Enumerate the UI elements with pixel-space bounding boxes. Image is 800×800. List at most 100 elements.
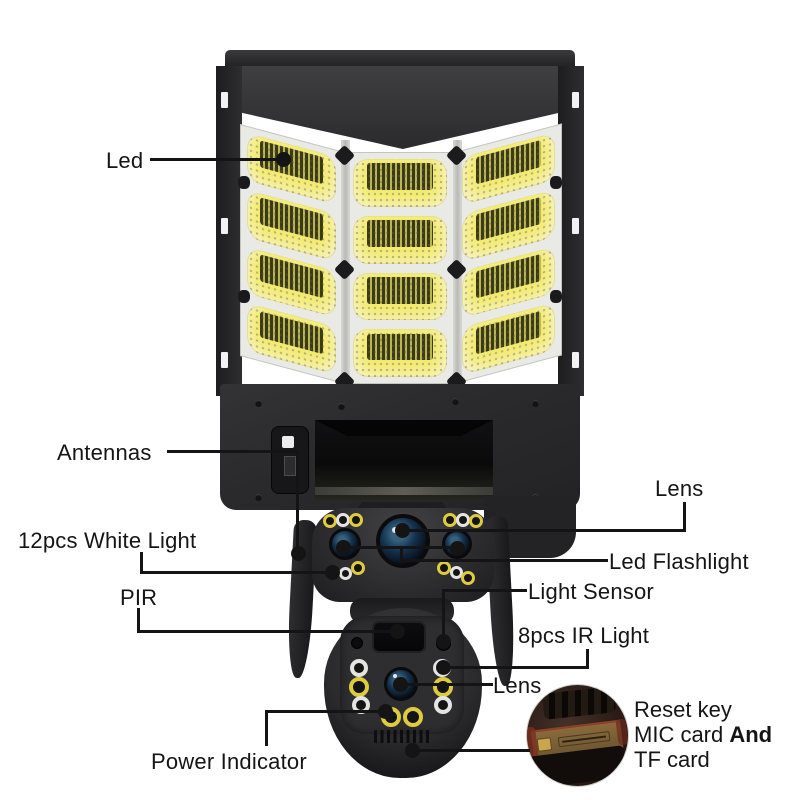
label-mic-card: MIC card xyxy=(634,722,730,747)
callout-dot-reset-inset xyxy=(405,743,420,758)
lens-glint xyxy=(393,674,397,678)
callout-dot-white-light xyxy=(325,565,340,580)
label-lens-bottom: Lens xyxy=(493,673,542,698)
frame-clip-slot xyxy=(221,218,228,234)
callout-dot-led-flashlight-left xyxy=(336,540,351,555)
label-reset-mic-tf: Reset key MIC card And TF card xyxy=(634,697,772,772)
callout-line-pir xyxy=(137,608,140,633)
callout-dot-led xyxy=(276,152,291,167)
label-lens-top: Lens xyxy=(655,476,704,501)
callout-line-ir-light xyxy=(586,649,589,668)
callout-line-light-sensor xyxy=(443,589,527,592)
white-light-led xyxy=(456,513,470,527)
callout-line-led-flashlight xyxy=(344,546,460,549)
pole-mount-cavity-shade xyxy=(315,420,493,436)
callout-line-antennas xyxy=(296,450,299,552)
callout-line-ir-light xyxy=(443,666,589,669)
callout-dot-pir xyxy=(390,624,405,639)
led-module xyxy=(353,215,447,264)
callout-dot-lens-bottom xyxy=(393,677,408,692)
white-light-led xyxy=(437,561,451,575)
screw xyxy=(532,400,539,407)
callout-dot-led-flashlight-right xyxy=(450,541,465,556)
label-led: Led xyxy=(106,148,144,173)
label-antennas: Antennas xyxy=(57,440,152,465)
inset-grille xyxy=(541,686,617,720)
led-module xyxy=(353,329,447,377)
label-white-light: 12pcs White Light xyxy=(18,528,197,553)
white-light-led xyxy=(450,566,463,579)
callout-dot-light-sensor xyxy=(436,634,451,649)
panel-bolt xyxy=(550,290,562,303)
label-pir: PIR xyxy=(120,585,158,610)
white-light-led xyxy=(469,514,483,528)
label-and: And xyxy=(729,722,773,747)
label-power-indicator: Power Indicator xyxy=(151,749,307,774)
callout-dot-lens-top xyxy=(395,523,410,538)
white-light-led xyxy=(443,513,457,527)
lamp-top-cap xyxy=(225,50,575,67)
label-reset-line3: TF card xyxy=(634,747,710,772)
callout-line-lens-top xyxy=(402,529,686,532)
callout-line-led-flashlight xyxy=(401,559,608,562)
lamp-frame-left xyxy=(216,66,242,396)
callout-dot-power-indicator xyxy=(378,704,393,719)
led-module xyxy=(353,272,447,321)
ir-led xyxy=(349,677,369,697)
speaker-grille xyxy=(374,730,432,743)
callout-line-led-flashlight xyxy=(400,547,403,561)
antenna-connector xyxy=(284,456,296,476)
ir-led xyxy=(350,659,368,677)
callout-line-white-light xyxy=(140,552,143,574)
callout-dot-antennas xyxy=(291,546,306,561)
callout-line-lens-bottom xyxy=(401,683,493,686)
frame-clip-slot xyxy=(221,92,228,108)
white-light-led xyxy=(336,513,350,527)
reset-mic-tf-inset-photo xyxy=(527,685,628,786)
callout-line-power-indicator xyxy=(265,710,387,713)
label-reset-line1: Reset key xyxy=(634,697,732,722)
callout-line-lens-top xyxy=(683,502,686,532)
inset-shade xyxy=(615,718,628,746)
lamp-frame-right xyxy=(558,66,584,396)
white-light-led xyxy=(349,513,363,527)
callout-dot-ir-light xyxy=(436,660,451,675)
led-panel-column-right xyxy=(455,123,562,384)
white-light-led xyxy=(351,561,365,575)
callout-line-light-sensor xyxy=(442,589,445,642)
mic-hole xyxy=(351,637,363,649)
reset-key xyxy=(536,737,553,752)
callout-line-antennas xyxy=(167,450,298,453)
screw xyxy=(255,494,262,501)
callout-line-reset-inset xyxy=(412,749,530,752)
panel-bolt xyxy=(238,290,250,303)
ir-led xyxy=(403,707,423,727)
white-light-led xyxy=(339,567,352,580)
frame-clip-slot xyxy=(572,92,579,108)
callout-line-led xyxy=(150,158,283,161)
frame-clip-slot xyxy=(572,352,579,368)
frame-clip-slot xyxy=(221,352,228,368)
pole-mount-cavity-edge xyxy=(315,487,493,495)
antenna-port xyxy=(282,436,294,448)
led-panel-column-center xyxy=(346,152,454,384)
white-light-led xyxy=(323,514,337,528)
label-ir-light: 8pcs IR Light xyxy=(518,623,650,648)
ir-led xyxy=(433,677,453,697)
panel-bolt xyxy=(550,176,562,189)
led-panel-column-left xyxy=(240,124,343,384)
callout-line-pir xyxy=(137,630,399,633)
led-module xyxy=(353,159,447,207)
ir-led xyxy=(434,696,452,714)
screw xyxy=(452,398,459,405)
callout-line-white-light xyxy=(140,571,334,574)
callout-line-power-indicator xyxy=(265,710,268,746)
label-led-flashlight: Led Flashlight xyxy=(609,549,749,574)
panel-bolt xyxy=(238,176,250,189)
frame-clip-slot xyxy=(572,218,579,234)
screw xyxy=(255,400,262,407)
label-light-sensor: Light Sensor xyxy=(528,579,654,604)
screw xyxy=(338,403,345,410)
white-light-led xyxy=(461,571,475,585)
